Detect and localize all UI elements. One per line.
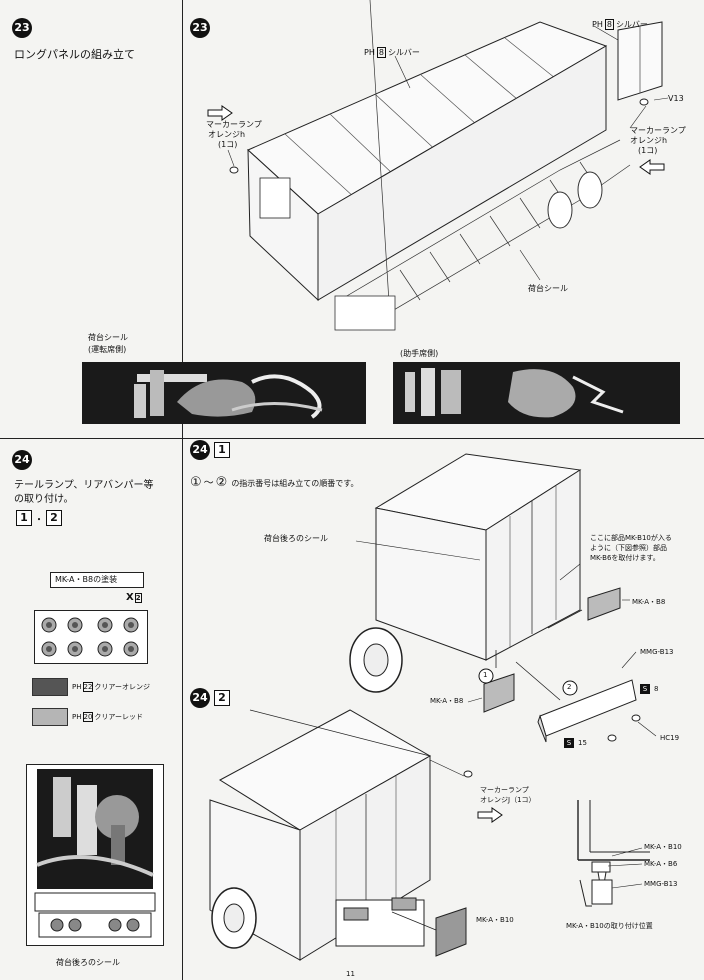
swatch-clear-orange (32, 678, 68, 696)
s15-label: 15 (578, 739, 587, 747)
step-24-title-line2: の取り付け。 (14, 494, 74, 505)
ph-num-top: 8 (376, 47, 386, 58)
section-divider (0, 438, 704, 439)
seal-driver-side-banner (82, 362, 366, 424)
s-box-15: S (564, 738, 574, 748)
marker-left-line3: (1コ) (218, 140, 238, 149)
note-line2: ように（下図参照）部品 (590, 544, 667, 552)
diagram2-box: 2 (214, 690, 230, 706)
color2-name: クリアーレッド (94, 713, 144, 721)
order-dot: ・ (34, 515, 44, 526)
lamp-parts-frame (34, 610, 148, 664)
paint-title-box: MK-A・B8の塗装 (50, 572, 144, 588)
rear-seal-label: 荷台後ろのシール (264, 534, 328, 543)
marker2-line2: オレンジJ（1コ） (480, 796, 536, 804)
marker2-line1: マーカーランプ (480, 786, 529, 794)
silver-text-top: シルバー (387, 48, 420, 57)
order-box-1: 1 (16, 510, 32, 526)
column-divider-bottom (182, 440, 183, 980)
color1-num: 22 (82, 682, 94, 692)
mka-b8-right-label: MK-A・B8 (632, 598, 666, 606)
step-24-diagram1-badge: 24 (190, 440, 210, 460)
order-note-from: ① (190, 475, 202, 490)
step-24-title-line1: テールランプ、リアバンパー等 (14, 480, 154, 491)
ph-num-right: 8 (604, 19, 614, 30)
seal-passenger-side-banner (393, 362, 680, 424)
note-line3: MK-B6を取付けます。 (590, 554, 660, 562)
marker-left-line1: マーカーランプ (206, 120, 262, 129)
seal-passenger-side-art (405, 368, 624, 418)
seal-driver-side-art (134, 370, 323, 419)
mmg-b13-label: MMG-B13 (640, 648, 674, 656)
lamp-parts-art (41, 617, 139, 657)
step-23-title: ロングパネルの組み立て (14, 48, 135, 61)
ph-prefix-right: PH (592, 20, 603, 29)
step-24-badge: 24 (12, 450, 32, 470)
order-note-tilde: ～ (203, 478, 214, 489)
diagram1-box: 1 (214, 442, 230, 458)
s-box-8: S (640, 684, 650, 694)
step-24-diagram2-badge: 24 (190, 688, 210, 708)
paint-mark-num: 2 (134, 593, 142, 603)
seal-left-subtitle: (運転席側) (88, 345, 127, 354)
order-box-2: 2 (46, 510, 62, 526)
trailer-assembly-diagram (207, 0, 669, 331)
order-note-text: の指示番号は組み立ての順番です。 (231, 479, 359, 488)
circle-2-num: 2 (567, 683, 572, 691)
rear-seal-caption: 荷台後ろのシール (56, 958, 120, 967)
detail-b13-label: MMG-B13 (644, 880, 678, 888)
detail-b6-label: MK-A・B6 (644, 860, 678, 868)
paint-title: MK-A・B8の塗装 (55, 575, 118, 584)
color2-num: 20 (82, 712, 94, 722)
page-number: 11 (346, 970, 355, 978)
order-note-to: ② (215, 475, 228, 490)
step-23-diagram-badge: 23 (190, 18, 210, 38)
marker-right-line2: オレンジh (630, 136, 668, 145)
seal-left-title: 荷台シール (88, 333, 128, 342)
rear-seal-art (34, 769, 156, 938)
column-divider-top (182, 0, 183, 440)
note-line1: ここに部品MK-B10が入る (590, 534, 672, 542)
detail-b10-label: MK-A・B10 (644, 843, 682, 851)
swatch-clear-red (32, 708, 68, 726)
color1-name: クリアーオレンジ (94, 683, 151, 691)
color1-ph: PH (72, 683, 82, 691)
seal-right-title: (助手席側) (400, 349, 439, 358)
color2-ph: PH (72, 713, 82, 721)
silver-text-right: シルバー (615, 20, 648, 29)
marker-right-line1: マーカーランプ (630, 126, 686, 135)
ph-prefix-top: PH (364, 48, 375, 57)
mka-b10-label: MK-A・B10 (476, 916, 514, 924)
marker-right-line3: (1コ) (638, 146, 658, 155)
detail-caption: MK-A・B10の取り付け位置 (566, 922, 653, 930)
step-23-badge: 23 (12, 18, 32, 38)
v13-label: V13 (668, 94, 684, 103)
marker-left-line2: オレンジh (208, 130, 246, 139)
hc19-label: HC19 (660, 734, 680, 742)
circle-1-num: 1 (483, 671, 488, 679)
mka-b8-left-label: MK-A・B8 (430, 697, 464, 705)
deck-seal-label: 荷台シール (528, 284, 568, 293)
paint-mark-x: X (126, 592, 134, 603)
rear-seal-frame (26, 764, 164, 946)
s8-label: 8 (654, 685, 659, 693)
